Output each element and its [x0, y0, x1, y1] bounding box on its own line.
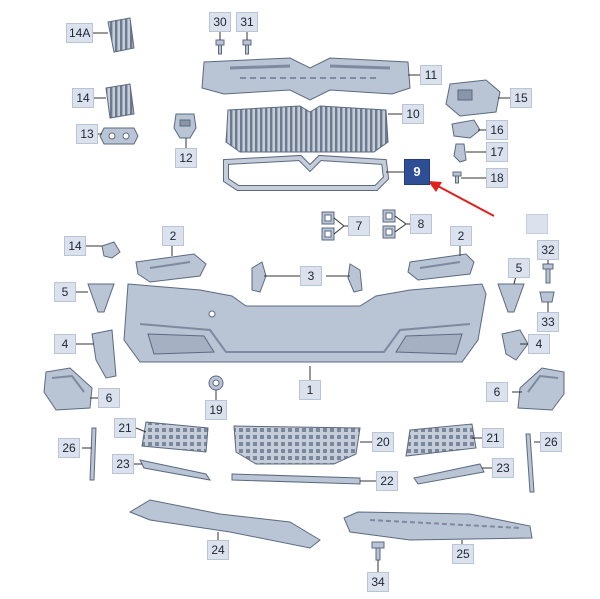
part-13-bracket — [99, 127, 139, 145]
label-14-lower: 14 — [64, 236, 86, 256]
part-23-right-trim — [413, 463, 485, 485]
label-32: 32 — [537, 240, 559, 260]
label-14a: 14A — [66, 23, 94, 43]
label-30: 30 — [209, 12, 231, 32]
part-34-screw — [371, 541, 385, 561]
label-34: 34 — [367, 572, 389, 592]
label-21-right: 21 — [482, 428, 504, 448]
part-30-screw — [215, 39, 225, 55]
label-21-left: 21 — [114, 418, 136, 438]
part-25-underbody-panel — [343, 511, 533, 541]
part-10-radiator-grille — [225, 105, 389, 153]
part-22-lower-strip — [231, 473, 361, 485]
part-11-grille-carrier — [201, 57, 411, 101]
label-23-left: 23 — [112, 454, 134, 474]
part-17-clip — [453, 143, 467, 163]
label-3: 3 — [300, 266, 322, 286]
label-14-top: 14 — [72, 88, 94, 108]
label-31: 31 — [236, 12, 258, 32]
label-33: 33 — [537, 312, 559, 332]
part-14-side-grille — [105, 83, 135, 119]
part-4-left-bracket — [91, 329, 117, 379]
part-26-right-strip — [525, 433, 535, 493]
part-23-left-trim — [139, 459, 212, 481]
part-5-right-corner — [497, 283, 525, 313]
part-1-bumper-cover — [123, 283, 487, 363]
highlight-arrow — [428, 181, 495, 217]
part-20-lower-grille — [233, 425, 361, 465]
label-20: 20 — [372, 432, 394, 452]
label-16: 16 — [486, 120, 508, 140]
part-14-small-bracket — [101, 241, 121, 259]
label-24: 24 — [207, 540, 229, 560]
part-14a-side-grille — [107, 17, 135, 53]
part-33-clip — [539, 291, 555, 303]
label-4-left: 4 — [54, 334, 76, 354]
label-4-right: 4 — [528, 334, 550, 354]
label-blank — [526, 214, 548, 234]
label-17: 17 — [486, 142, 508, 162]
part-31-screw — [242, 39, 252, 55]
label-2-right: 2 — [450, 226, 472, 246]
part-19-grommet — [208, 375, 224, 391]
part-21-right-grille — [405, 423, 477, 457]
part-7-clips — [321, 211, 335, 241]
label-11: 11 — [420, 65, 442, 85]
label-19: 19 — [205, 400, 227, 420]
label-22: 22 — [376, 471, 398, 491]
part-2-left-guide — [135, 253, 207, 283]
label-25: 25 — [452, 544, 474, 564]
part-5-left-corner — [87, 283, 115, 313]
label-23-right: 23 — [492, 458, 514, 478]
part-9-grille-frame — [223, 154, 390, 191]
part-16-cover — [451, 119, 481, 139]
part-6-right-fog-housing — [517, 367, 565, 411]
part-4-right-bracket — [501, 329, 529, 361]
label-7: 7 — [348, 216, 370, 236]
part-3-left-holder — [251, 261, 267, 293]
part-32-screw — [542, 263, 554, 284]
part-15-camera-sensor — [445, 79, 501, 117]
label-15: 15 — [510, 88, 532, 108]
label-8: 8 — [410, 214, 432, 234]
part-12-bracket — [173, 113, 197, 139]
label-26-left: 26 — [58, 438, 80, 458]
part-24-spoiler — [128, 499, 321, 549]
part-8-clips — [382, 209, 396, 239]
part-26-left-strip — [89, 427, 97, 481]
label-1: 1 — [299, 380, 321, 400]
label-10: 10 — [402, 104, 424, 124]
label-6-left: 6 — [98, 388, 120, 408]
part-21-left-grille — [141, 421, 209, 453]
leader-lines — [74, 32, 549, 572]
label-6-right: 6 — [486, 382, 508, 402]
label-9-highlighted: 9 — [404, 159, 430, 185]
label-13: 13 — [76, 124, 98, 144]
part-18-screw — [452, 171, 462, 184]
label-5-right: 5 — [508, 258, 530, 278]
part-2-right-guide — [407, 253, 475, 281]
label-26-right: 26 — [540, 432, 562, 452]
label-2-left: 2 — [162, 226, 184, 246]
label-5-left: 5 — [54, 282, 76, 302]
label-12: 12 — [175, 148, 197, 168]
part-3-right-holder — [347, 263, 363, 293]
label-18: 18 — [486, 168, 508, 188]
part-6-left-fog-housing — [43, 367, 93, 411]
